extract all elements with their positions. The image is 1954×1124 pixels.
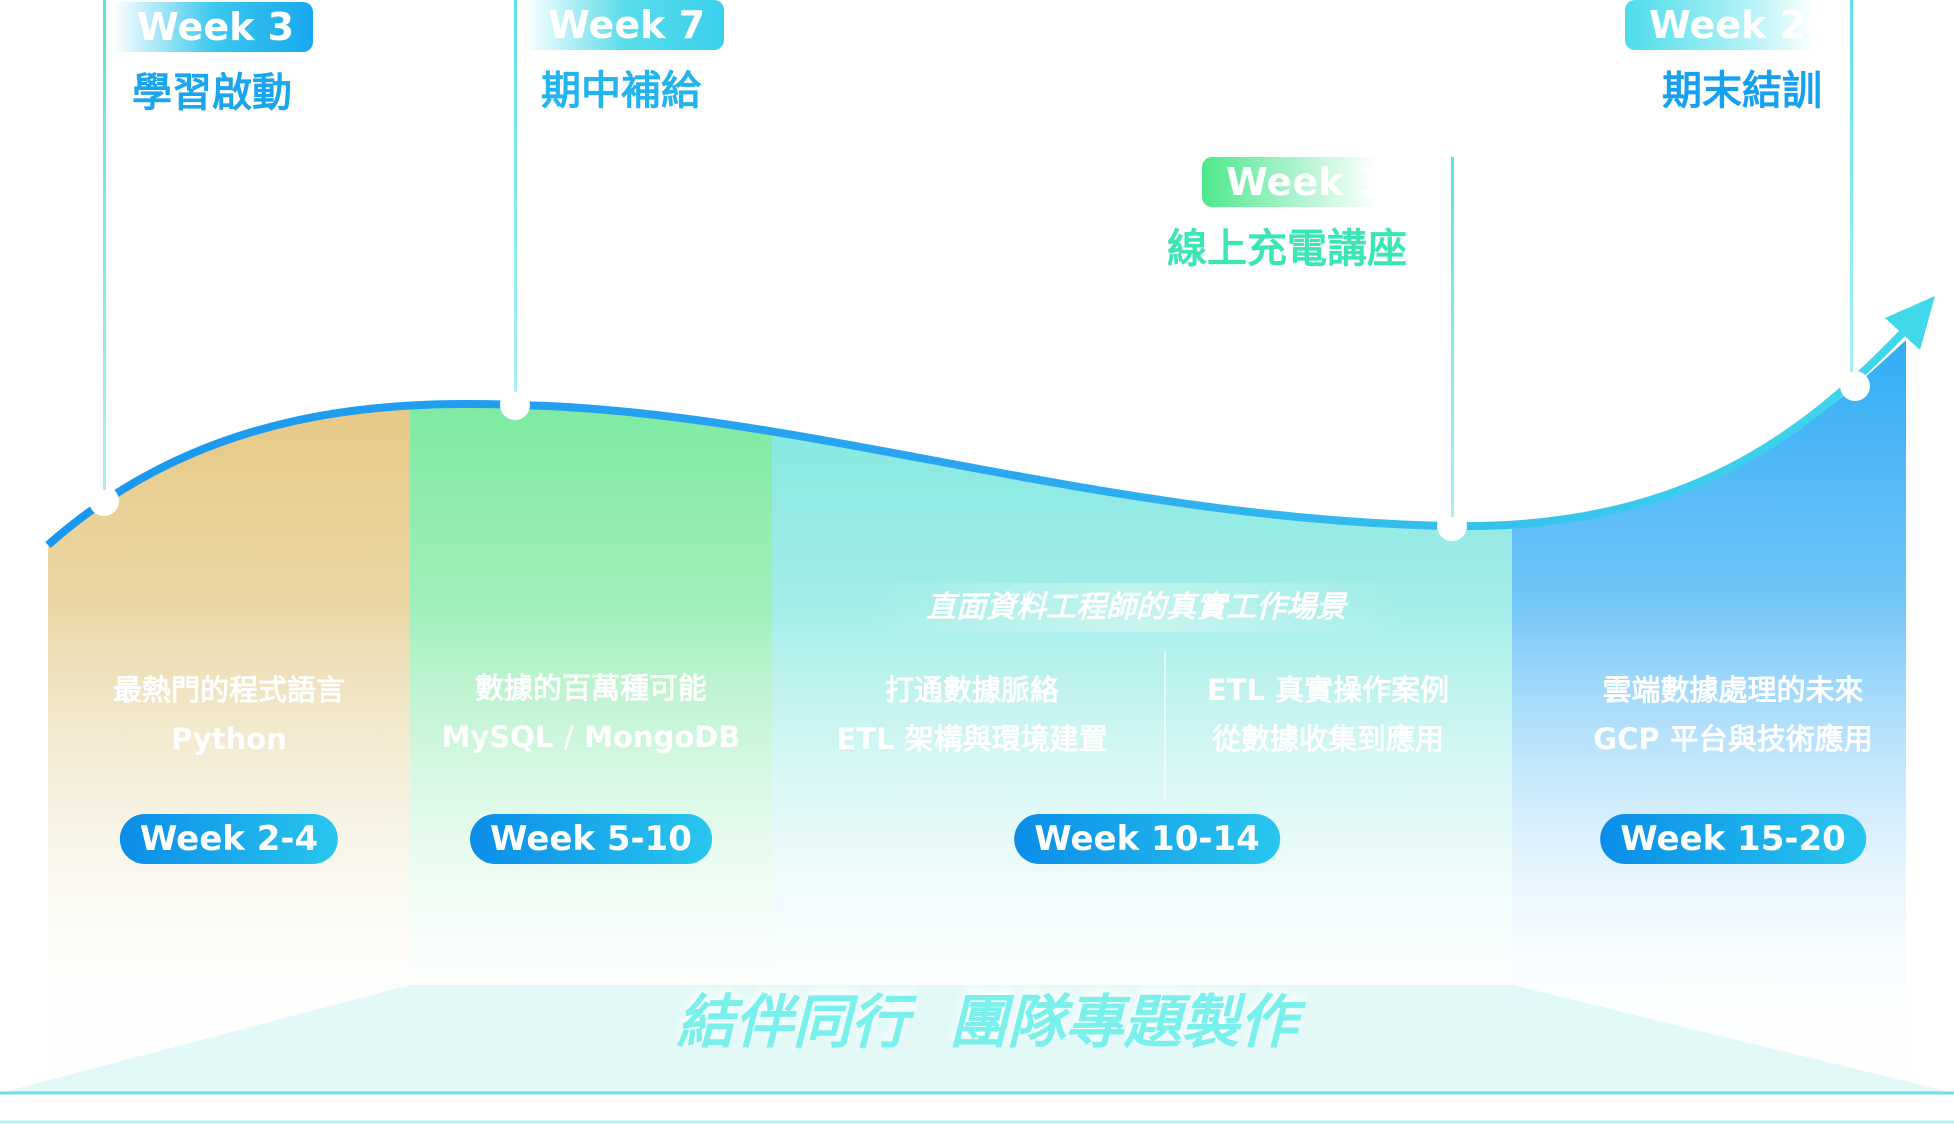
milestone-line [103, 0, 106, 490]
stage-gcp-badge: Week 15-20 [1600, 814, 1866, 864]
arrow-head-icon [1885, 296, 1935, 350]
milestone-label: 期末結訓 [1662, 68, 1822, 114]
milestone-badge: Week 3 [113, 2, 313, 52]
stage-database-badge: Week 5-10 [470, 814, 712, 864]
milestone-label: 線上充電講座 [1167, 226, 1407, 272]
stage-floor [0, 985, 1954, 1093]
milestone-label: 學習啟動 [132, 70, 292, 116]
milestone-badge: Week 10 [1202, 157, 1378, 207]
milestone-badge: Week 7 [524, 0, 724, 50]
milestone-line [1451, 157, 1454, 517]
milestone-dot [1437, 511, 1467, 541]
milestone-badge: Week 20 [1625, 0, 1816, 50]
stage-etl-badge: Week 10-14 [1014, 814, 1280, 864]
divider [1164, 651, 1166, 801]
milestone-line [514, 0, 517, 392]
milestone-label: 期中補給 [541, 68, 701, 114]
milestone-dot [1840, 371, 1870, 401]
stage-etl-right-text: ETL 真實操作案例從數據收集到應用 [1206, 673, 1450, 756]
footer-title: 結伴同行 團隊專題製作 [676, 988, 1298, 1056]
milestone-dot [89, 486, 119, 516]
stage-etl-heading: 直面資料工程師的真實工作場景 [866, 583, 1406, 632]
milestone-line [1850, 0, 1853, 372]
stage-python-badge: Week 2-4 [119, 814, 339, 864]
progress-curve [45, 317, 1918, 548]
milestone-dot [500, 390, 530, 420]
